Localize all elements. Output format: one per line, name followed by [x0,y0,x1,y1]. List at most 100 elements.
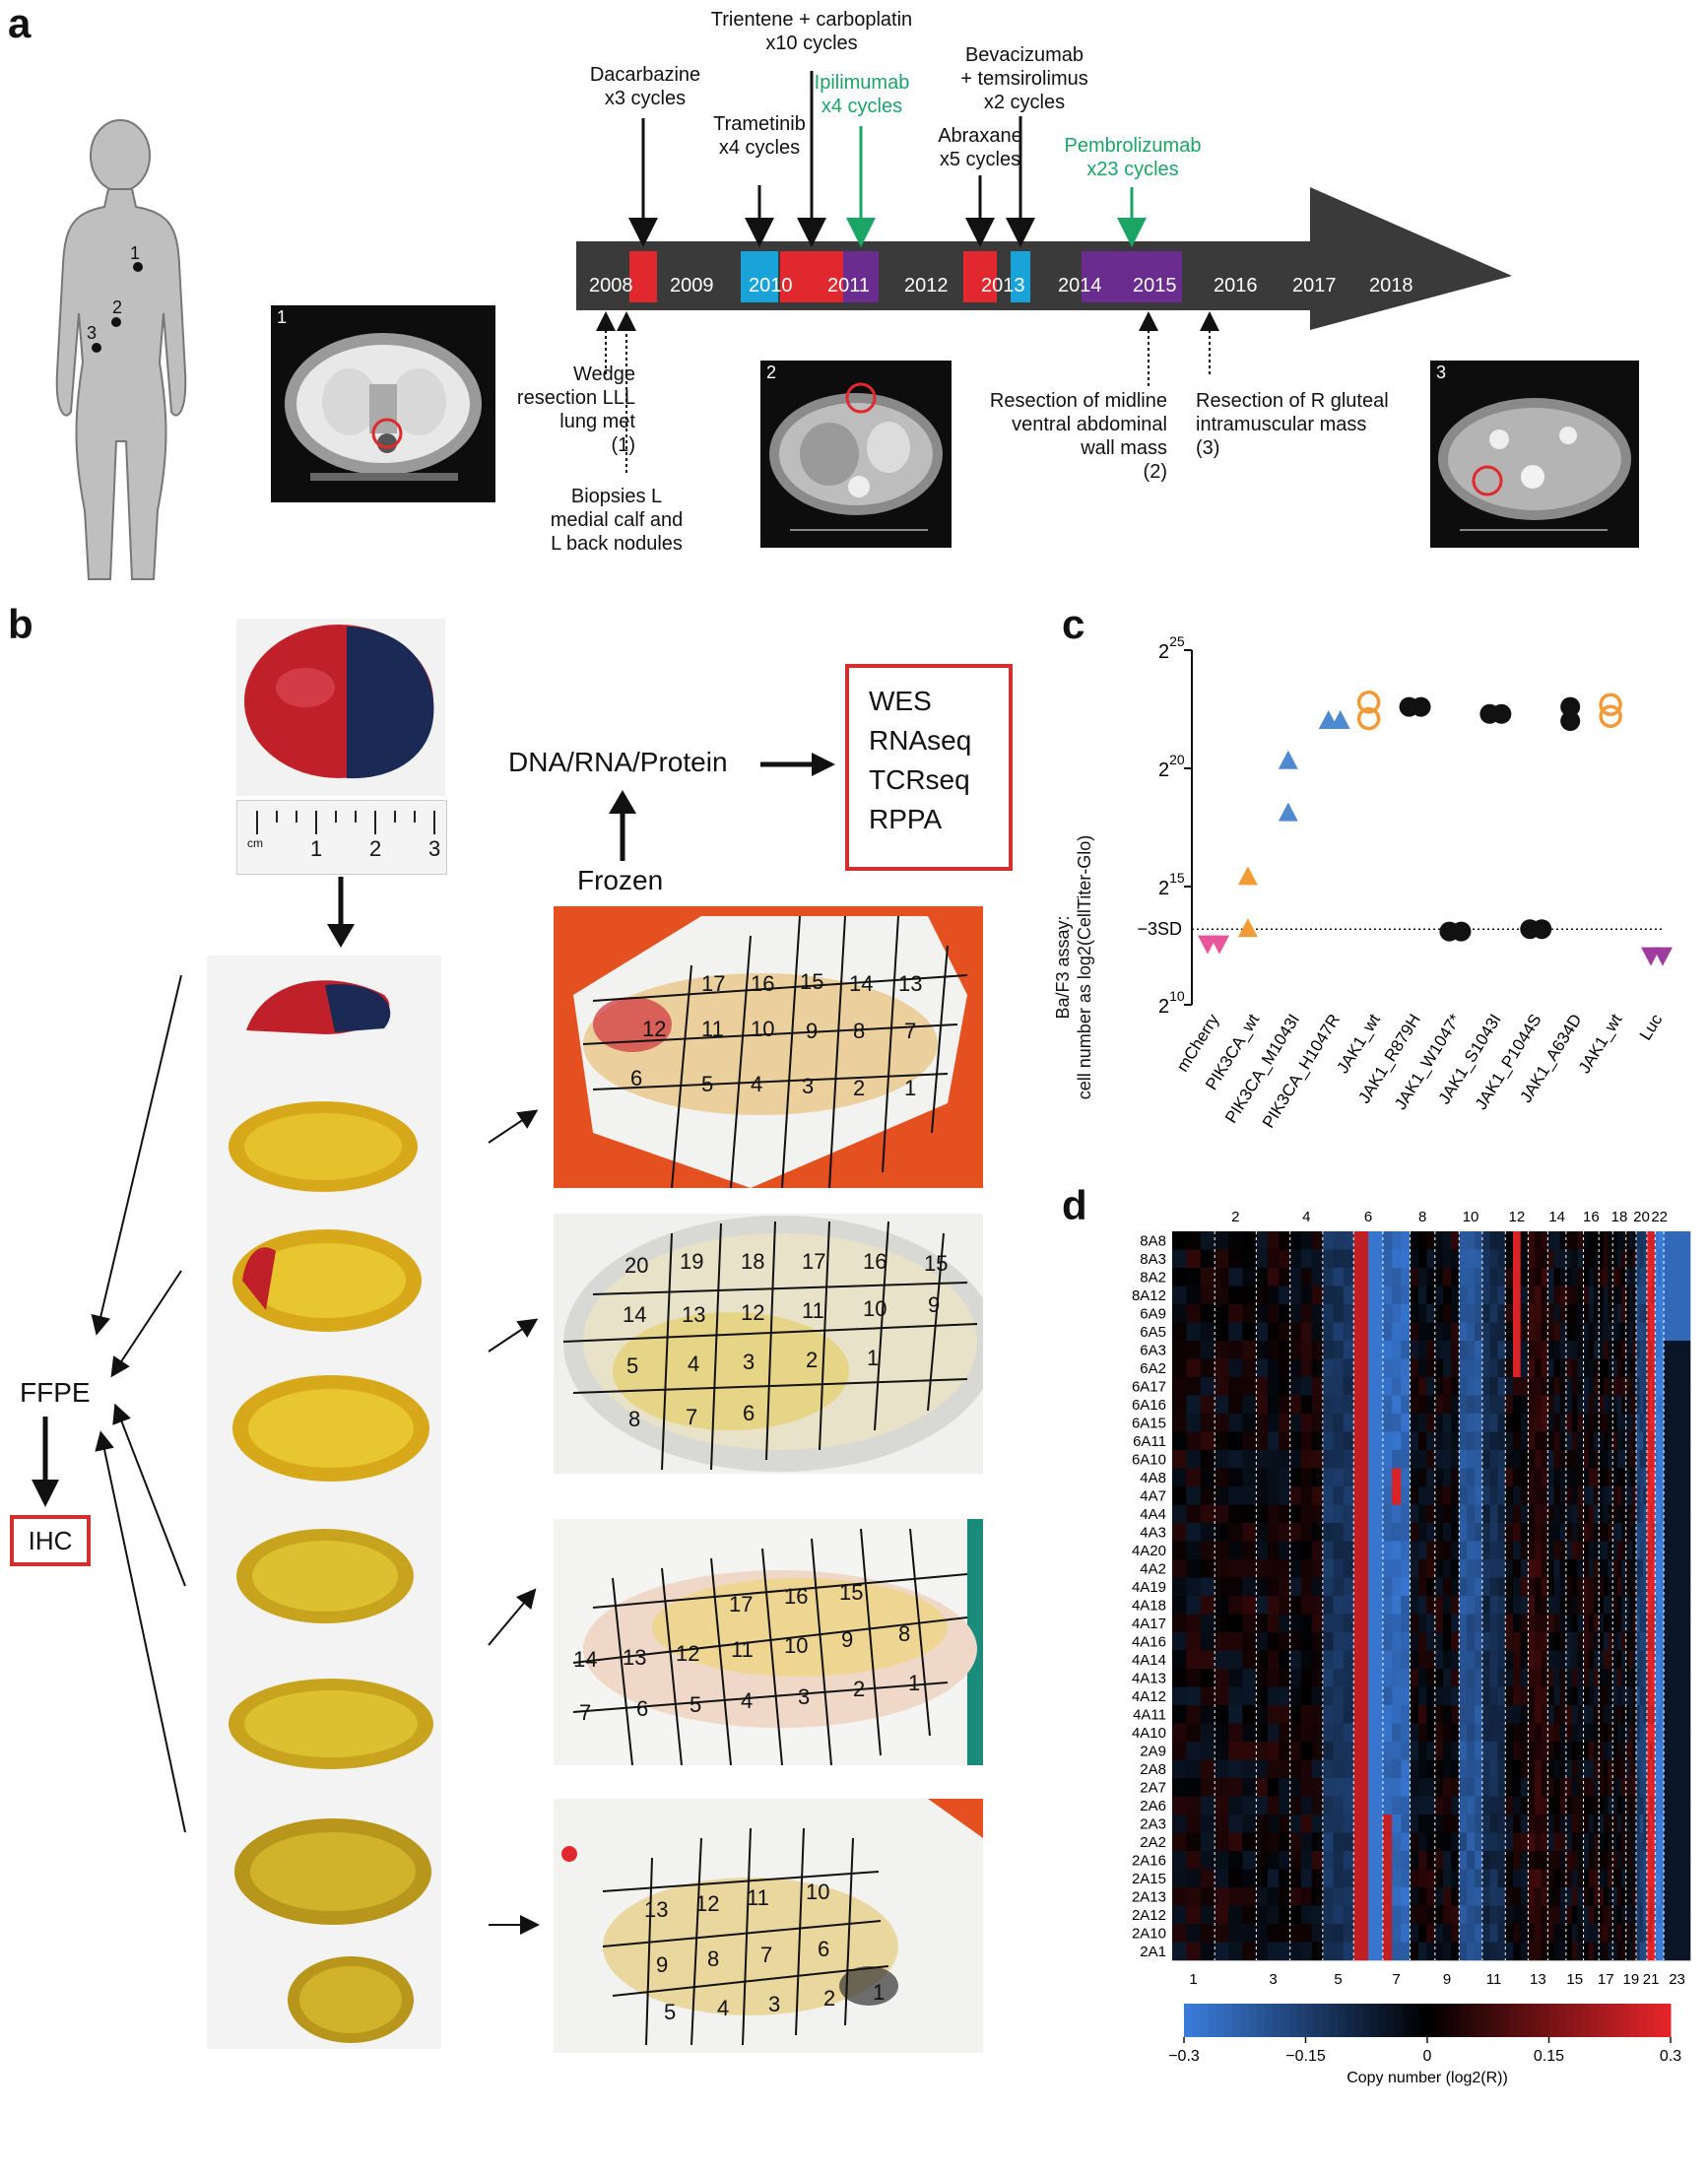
heatmap-cell [1629,1832,1633,1852]
heatmap-cell [1632,1358,1637,1378]
frozen-label: Frozen [577,865,664,895]
heatmap-cell [1658,1414,1662,1432]
heatmap-cell [1599,1723,1605,1743]
heatmap-cell [1583,1723,1590,1743]
heatmap-cell [1599,1486,1605,1505]
heatmap-cell [1541,1523,1548,1542]
heatmap-cell [1481,1614,1490,1633]
heatmap-cell [1655,1905,1659,1925]
heatmap-cell [1608,1486,1613,1505]
heatmap-cell [1426,1814,1436,1833]
heatmap-cell [1417,1887,1427,1906]
heatmap-cell [1520,1414,1529,1432]
heatmap-cell [1553,1286,1560,1305]
heatmap-cell [1559,1504,1567,1524]
heatmap-cell [1186,1431,1202,1451]
heatmap-cell [1616,1468,1622,1487]
heatmap-cell [1434,1322,1444,1342]
sample-label: 4A18 [1132,1598,1166,1615]
heatmap-cell [1629,1268,1633,1286]
chrom-top-label: 8 [1418,1209,1426,1225]
heatmap-cell [1215,1669,1229,1687]
heatmap-cell [1621,1577,1627,1597]
heatmap-cell [1643,1869,1648,1888]
heatmap-cell [1649,1431,1653,1451]
heatmap-cell [1553,1541,1560,1560]
heatmap-cell [1497,1541,1506,1560]
heatmap-cell [1652,1851,1656,1870]
heatmap-cell [1625,1778,1630,1797]
heatmap-cell [1655,1577,1659,1597]
heatmap-cell [1639,1322,1644,1342]
heatmap-cell [1368,1832,1384,1852]
heatmap-cell [1289,1341,1302,1359]
grid-slice-3: 17 16 15 14 13 12 11 10 9 8 7 6 5 4 3 2 … [554,1519,983,1765]
heatmap-cell [1401,1832,1411,1852]
heatmap-cell [1228,1504,1243,1524]
heatmap-cell [1467,1686,1476,1706]
heatmap-cell [1489,1395,1498,1415]
heatmap-cell [1451,1504,1460,1524]
heatmap-cell [1577,1650,1584,1670]
colorbar-cell [1257,2004,1266,2037]
heatmap-cell [1639,1377,1644,1396]
colorbar-cell [1491,2004,1501,2037]
heatmap-cell [1599,1322,1605,1342]
heatmap-cell [1300,1669,1313,1687]
heatmap-cell [1322,1814,1334,1833]
heatmap-cell [1621,1705,1627,1724]
heatmap-cell [1588,1705,1595,1724]
heatmap-cell [1673,1414,1682,1432]
heatmap-cell [1639,1650,1644,1670]
heatmap-cell [1368,1650,1384,1670]
heatmap-cell [1417,1414,1427,1432]
heatmap-cell [1643,1304,1648,1323]
heatmap-cell [1242,1742,1257,1760]
heatmap-cell [1639,1286,1644,1305]
heatmap-cell [1228,1414,1243,1432]
heatmap-cell [1442,1341,1452,1359]
heatmap-cell [1215,1523,1229,1542]
heatmap-cell [1593,1249,1600,1269]
heatmap-cell [1646,1778,1651,1797]
heatmap-cell [1512,1468,1521,1487]
heatmap-cell [1300,1814,1313,1833]
heatmap-cell [1655,1796,1659,1815]
heatmap-cell [1520,1377,1529,1396]
heatmap-cell [1267,1304,1280,1323]
heatmap-cell [1228,1942,1243,1961]
heatmap-cell [1505,1924,1514,1943]
heatmap-cell [1583,1322,1590,1342]
heatmap-cell [1658,1759,1662,1779]
colorbar-cell [1508,2004,1518,2037]
heatmap-cell [1512,1596,1521,1615]
heatmap-cell [1489,1231,1498,1250]
heatmap-cell [1541,1924,1548,1943]
heatmap-cell [1497,1905,1506,1925]
heatmap-cell [1311,1468,1324,1487]
heatmap-cell [1401,1796,1411,1815]
heatmap-cell [1547,1304,1554,1323]
heatmap-cell [1322,1705,1334,1724]
heatmap-cell [1593,1577,1600,1597]
heatmap-cell [1661,1395,1665,1415]
heatmap-cell [1571,1431,1578,1451]
heatmap-cell [1649,1942,1653,1961]
heatmap-cell [1639,1358,1644,1378]
heatmap-cell [1392,1650,1402,1670]
heatmap-cell [1583,1705,1590,1724]
heatmap-cell [1417,1523,1427,1542]
heatmap-cell [1658,1541,1662,1560]
heatmap-cell [1603,1358,1609,1378]
heatmap-cell [1547,1395,1554,1415]
heatmap-cell [1353,1759,1369,1779]
heatmap-cell [1593,1486,1600,1505]
heatmap-cell [1481,1286,1490,1305]
heatmap-cell [1489,1778,1498,1797]
heatmap-cell [1410,1851,1419,1870]
heatmap-cell [1658,1322,1662,1342]
heatmap-cell [1186,1414,1202,1432]
heatmap-cell [1559,1759,1567,1779]
heatmap-cell [1608,1468,1613,1487]
